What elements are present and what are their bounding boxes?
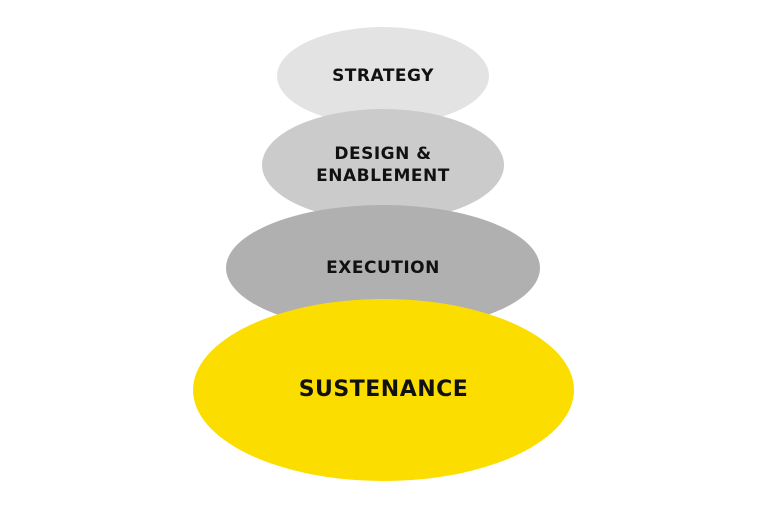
strategy-ellipse: STRATEGY [277, 27, 489, 125]
execution-label: EXECUTION [326, 257, 440, 278]
strategy-label: STRATEGY [332, 65, 434, 86]
design-enablement-label: DESIGN & ENABLEMENT [316, 143, 450, 186]
sustenance-label: SUSTENANCE [298, 376, 469, 402]
sustenance-ellipse: SUSTENANCE [193, 299, 574, 481]
design-enablement-ellipse: DESIGN & ENABLEMENT [262, 109, 504, 221]
